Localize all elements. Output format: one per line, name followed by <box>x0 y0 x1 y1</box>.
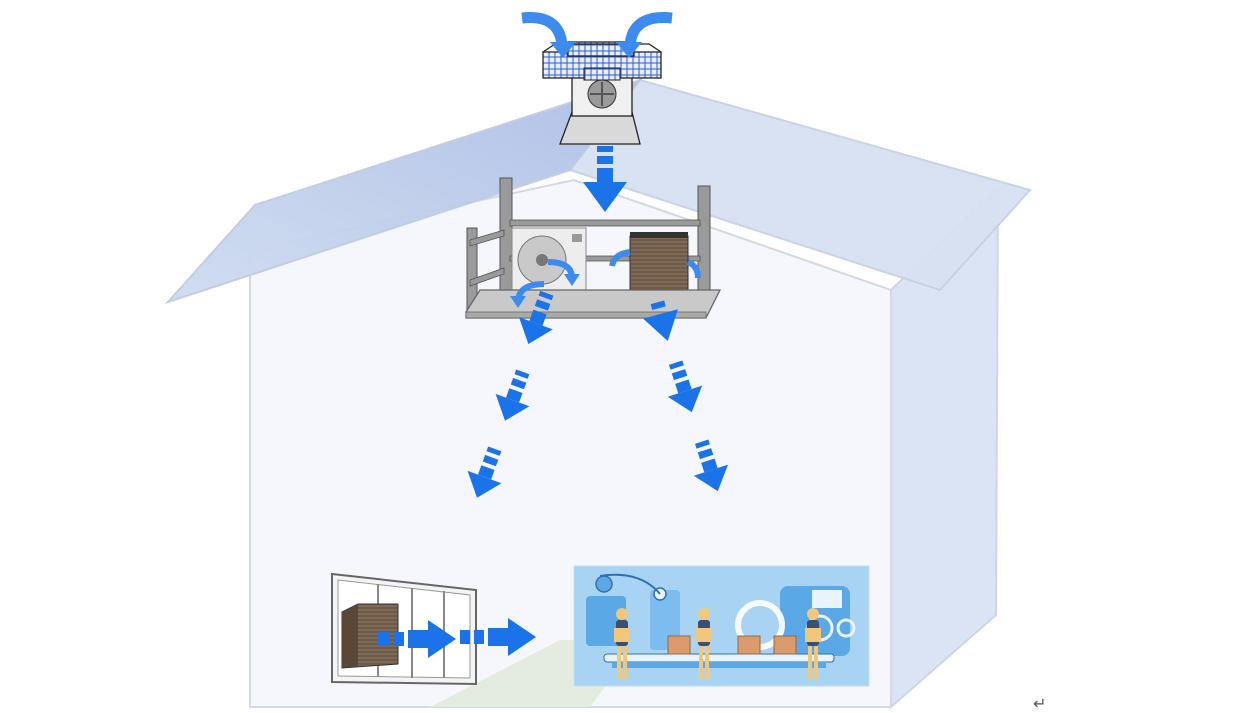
evaporative-cooler-icon <box>629 232 689 291</box>
airflow-arrow-icon <box>460 618 536 656</box>
airflow-arrow-icon <box>583 146 627 212</box>
window-cooler-icon <box>331 572 477 686</box>
airflow-arrow-icon <box>616 42 642 58</box>
airflow-arrow-icon <box>550 42 576 58</box>
airflow-arrow-icon <box>510 296 526 308</box>
airflow-arrow-icon <box>609 249 631 267</box>
airflow-arrow-icon <box>495 369 530 421</box>
airflow-arrow-icon <box>624 12 673 47</box>
airflow-arrow-icon <box>686 259 701 279</box>
rooftop-platform-icon <box>465 177 722 319</box>
factory-production-line-icon <box>573 565 870 687</box>
evaporative-cooler-icon <box>341 603 399 669</box>
paragraph-return-mark: ↵ <box>1033 694 1047 713</box>
worker-icon <box>614 608 630 680</box>
roof-left-panel <box>164 78 643 305</box>
airflow-arrow-icon <box>521 12 568 47</box>
airflow-arrow-icon <box>693 439 729 492</box>
airflow-arrow-icon <box>378 620 456 658</box>
roof-icon <box>164 78 1032 305</box>
airflow-arrow-icon <box>643 300 678 341</box>
airflow-arrow-icon <box>667 360 703 413</box>
airflow-arrow-icon <box>564 274 580 286</box>
worker-icon <box>805 608 821 680</box>
worker-icon <box>696 608 712 680</box>
airflow-arrow-icon <box>467 446 502 498</box>
airflow-arrow-icon <box>518 290 554 344</box>
intake-arrows <box>521 12 673 58</box>
